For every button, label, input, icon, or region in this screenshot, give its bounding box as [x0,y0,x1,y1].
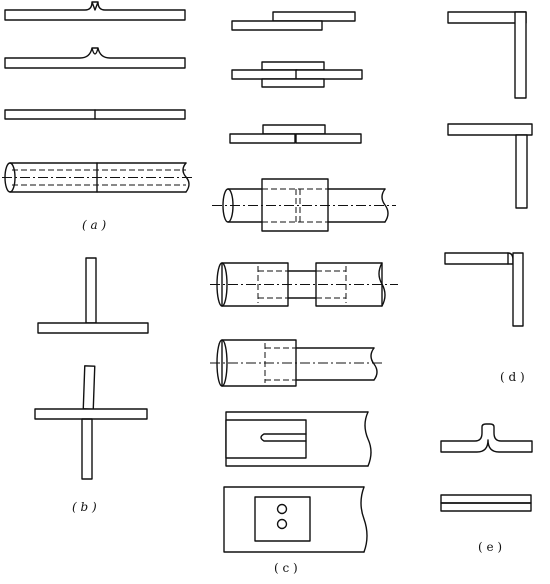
pipe-socket-joint-a [210,262,398,307]
group-d-corner-joints [444,11,533,327]
lap-joint-single-strap [229,124,362,144]
tee-joint [37,257,149,334]
butt-joint-square [4,109,186,120]
label-d: ( d ) [500,370,525,384]
label-e: ( e ) [478,540,503,554]
butt-joint-flanged-small [4,1,186,21]
corner-joint-1 [447,11,527,99]
pipe-socket-joint-b [210,339,384,387]
lap-joint-double-strap [231,61,363,88]
pipe-sleeve-joint [212,178,396,232]
lap-joint-single [231,11,356,31]
corner-joint-2 [447,123,533,209]
edge-joint-parallel [440,494,532,512]
group-e-edge-joints [440,423,533,512]
cross-joint [34,365,148,480]
label-c: ( c ) [274,561,298,575]
pipe-butt-joint [2,162,194,193]
corner-joint-3 [444,252,524,327]
label-a: ( a ) [82,218,107,232]
group-a-butt-joints [2,1,194,193]
butt-joint-flanged-large [4,47,186,69]
plug-weld-joint [223,486,368,553]
label-b: ( b ) [72,500,97,514]
edge-joint-flanged [440,423,533,453]
group-c-lap-joints [210,11,398,553]
group-b-tee-cross [34,257,149,480]
slot-weld-joint [225,411,372,467]
